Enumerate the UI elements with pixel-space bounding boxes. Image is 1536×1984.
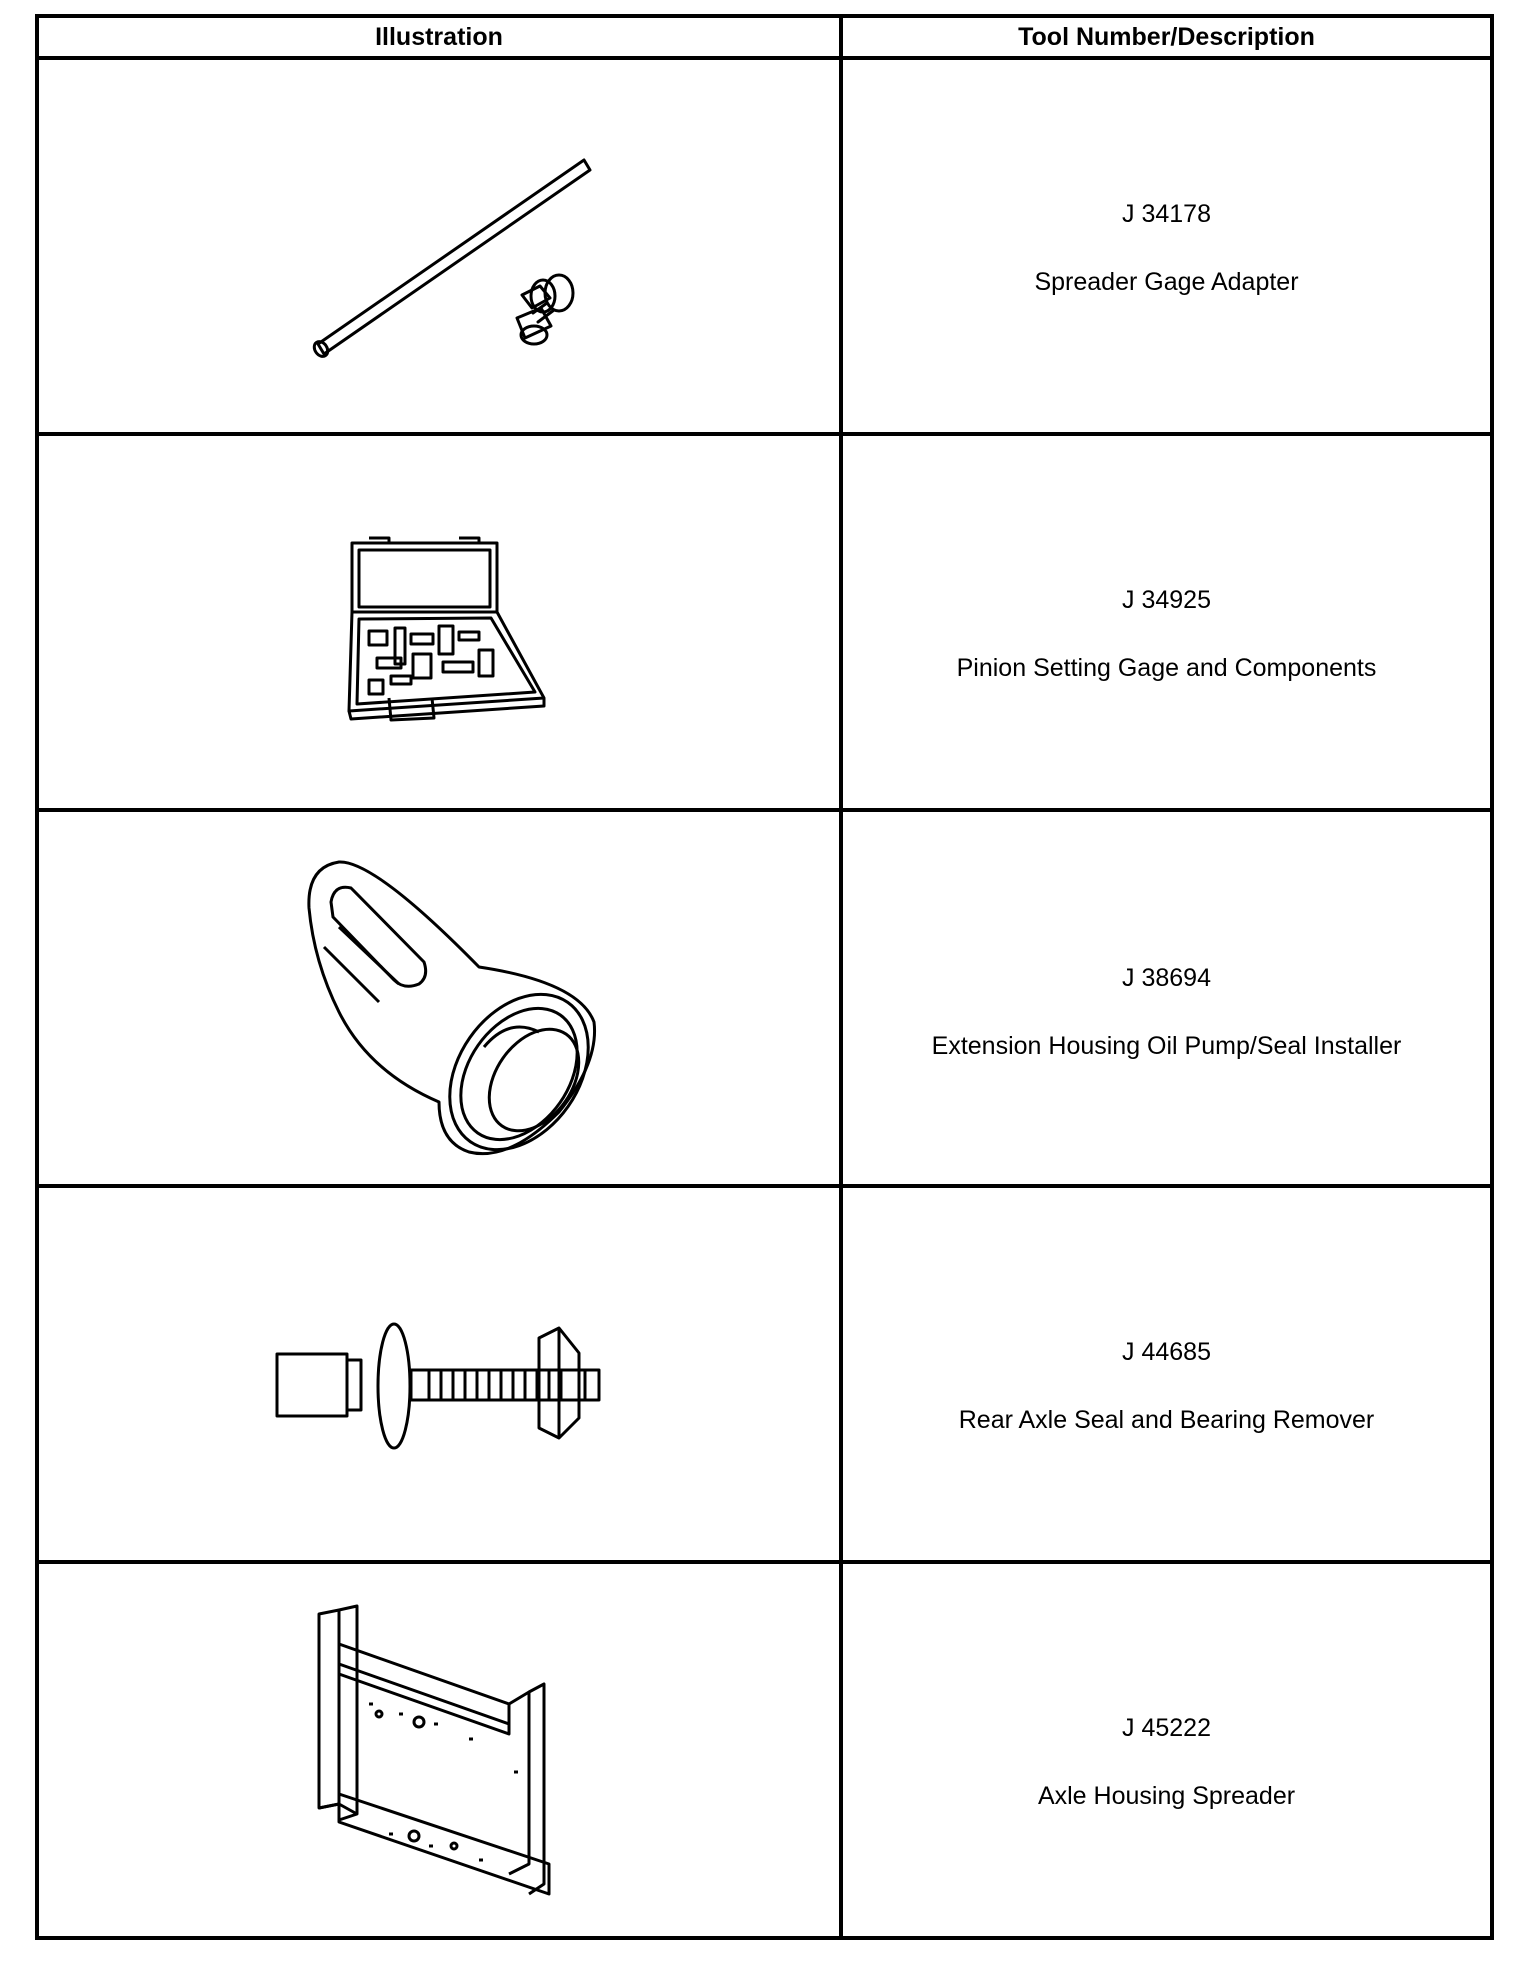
- illustration-cell: [39, 1564, 839, 1936]
- tool-description: Extension Housing Oil Pump/Seal Installe…: [931, 1032, 1402, 1060]
- illustration-cell: [39, 812, 839, 1184]
- illustration-cell: [39, 1188, 839, 1560]
- illustration-cell: [39, 60, 839, 432]
- row-divider: [39, 432, 1490, 436]
- tool-table: Illustration Tool Number/Description J 3…: [35, 14, 1494, 1940]
- table-row: J 45222 Axle Housing Spreader: [39, 1564, 1490, 1936]
- seal-installer-icon: [307, 860, 597, 1156]
- tool-description: Pinion Setting Gage and Components: [956, 654, 1377, 682]
- header-tool-description: Tool Number/Description: [1018, 23, 1315, 51]
- tool-description: Rear Axle Seal and Bearing Remover: [958, 1406, 1375, 1434]
- tool-number: J 34178: [1122, 200, 1211, 228]
- column-divider: [839, 18, 843, 1936]
- rod-and-adapter-icon: [312, 158, 592, 358]
- description-cell: J 45222 Axle Housing Spreader: [843, 1564, 1490, 1936]
- tool-number: J 44685: [1122, 1338, 1211, 1366]
- description-cell: J 38694 Extension Housing Oil Pump/Seal …: [843, 812, 1490, 1184]
- description-cell: J 34925 Pinion Setting Gage and Componen…: [843, 436, 1490, 808]
- table-row: J 38694 Extension Housing Oil Pump/Seal …: [39, 812, 1490, 1184]
- row-divider: [39, 808, 1490, 812]
- description-cell: J 44685 Rear Axle Seal and Bearing Remov…: [843, 1188, 1490, 1560]
- housing-spreader-frame-icon: [317, 1604, 551, 1896]
- row-divider: [39, 1560, 1490, 1564]
- tool-number: J 34925: [1122, 586, 1211, 614]
- tool-number: J 38694: [1122, 964, 1211, 992]
- table-header-row: Illustration Tool Number/Description: [39, 18, 1490, 60]
- table-row: J 34178 Spreader Gage Adapter: [39, 60, 1490, 432]
- illustration-cell: [39, 436, 839, 808]
- seal-remover-screw-icon: [275, 1322, 601, 1450]
- table-row: J 34925 Pinion Setting Gage and Componen…: [39, 436, 1490, 808]
- header-illustration: Illustration: [375, 23, 503, 51]
- gage-kit-case-icon: [347, 536, 546, 722]
- description-cell: J 34178 Spreader Gage Adapter: [843, 60, 1490, 432]
- table-row: J 44685 Rear Axle Seal and Bearing Remov…: [39, 1188, 1490, 1560]
- row-divider: [39, 1184, 1490, 1188]
- tool-description: Spreader Gage Adapter: [1034, 268, 1299, 296]
- tool-description: Axle Housing Spreader: [1037, 1782, 1296, 1810]
- tool-number: J 45222: [1122, 1714, 1211, 1742]
